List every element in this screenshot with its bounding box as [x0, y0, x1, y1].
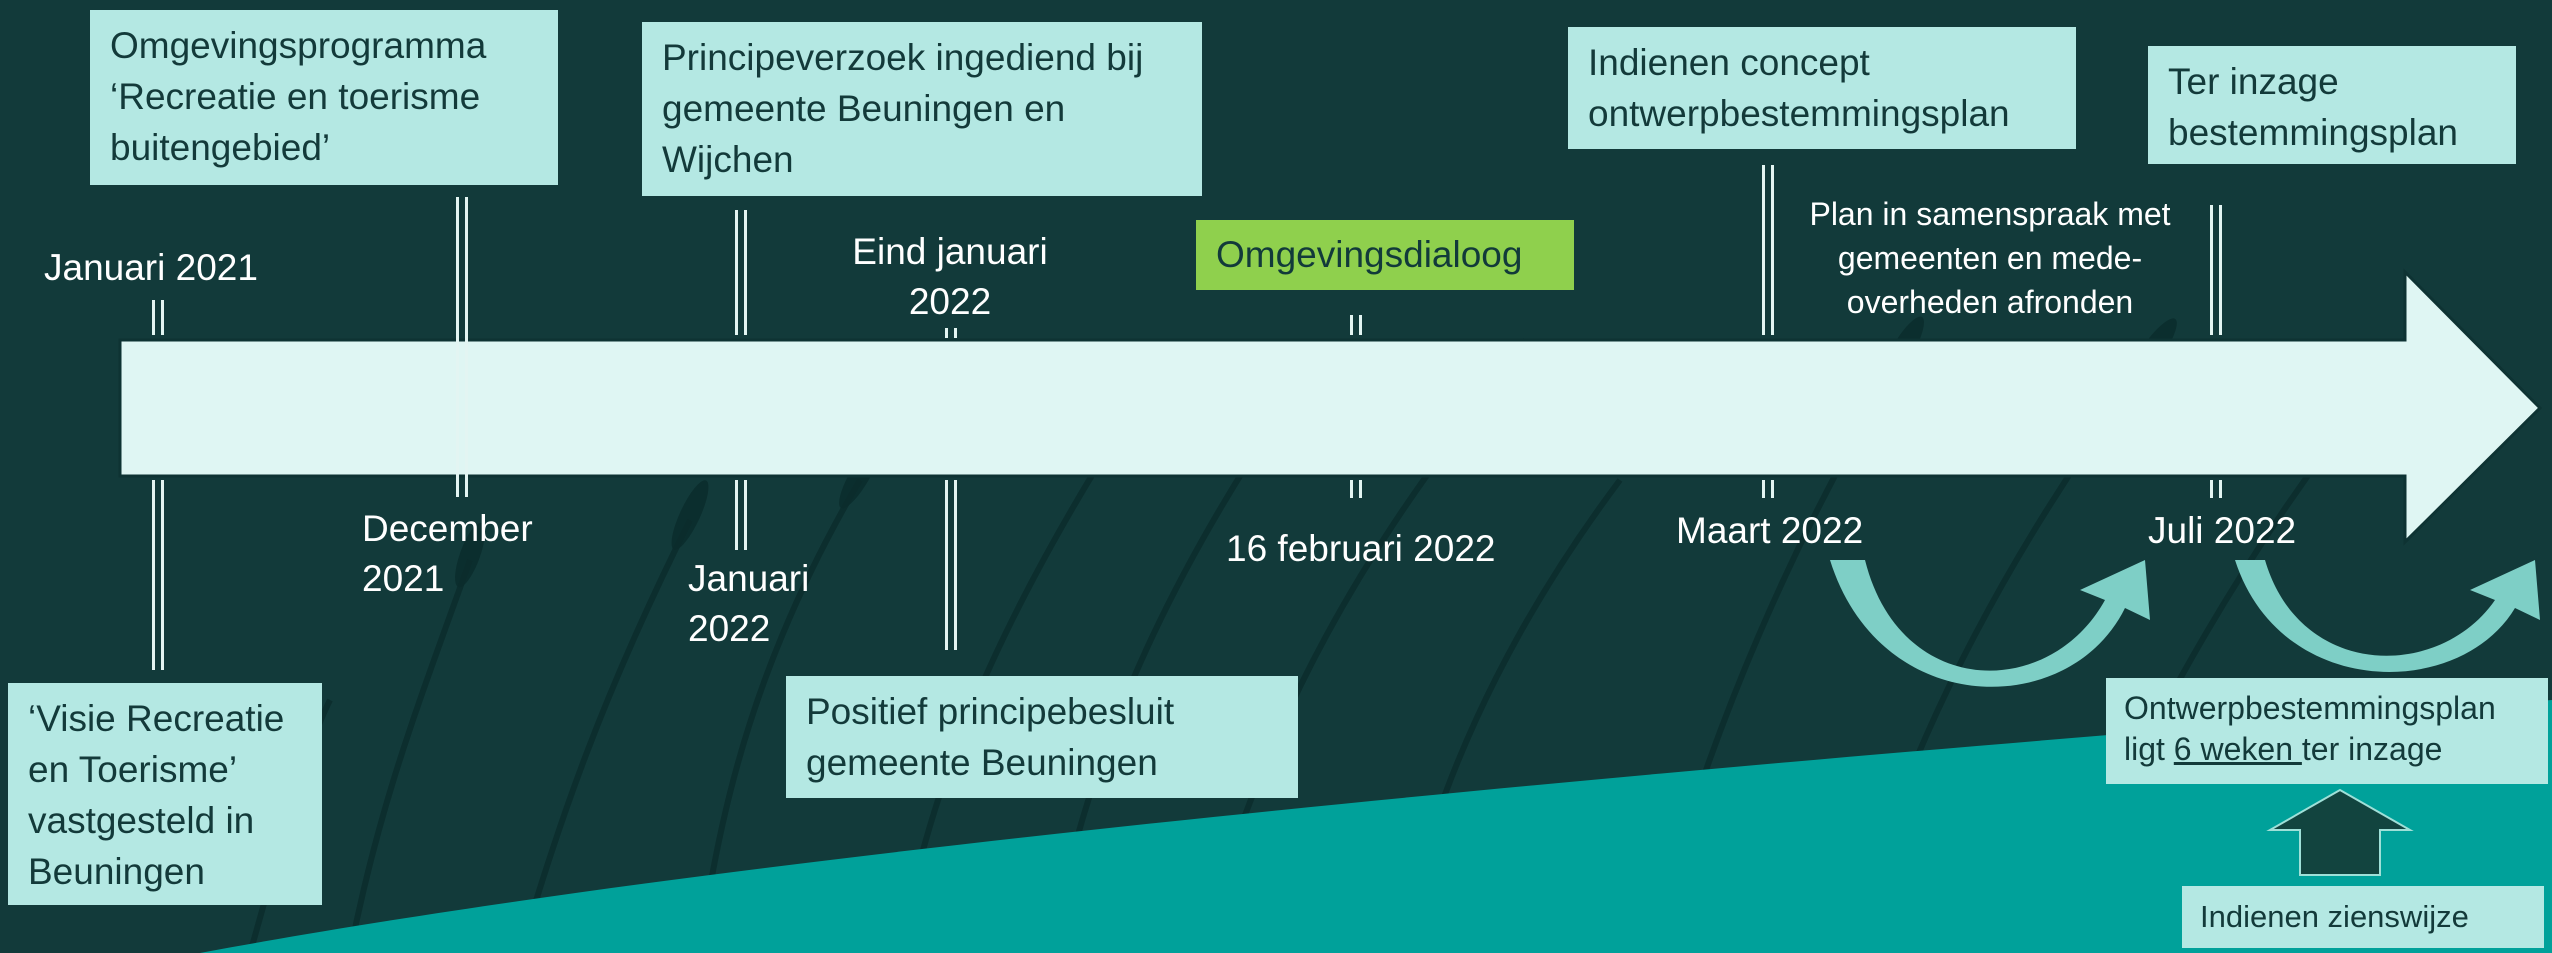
milestone-text-line: Beuningen — [28, 851, 205, 892]
milestone-text-line: Positief principebesluit — [806, 691, 1175, 732]
milestone-zienswijze: Indienen zienswijze — [2182, 886, 2544, 948]
milestone-text-line: Wijchen — [662, 139, 794, 180]
milestone-positief: Positief principebesluit gemeente Beunin… — [786, 676, 1298, 798]
date-line: 2022 — [688, 608, 771, 649]
milestone-text-line: Principeverzoek ingediend bij — [662, 37, 1144, 78]
teal-wave — [200, 700, 2552, 953]
date-dec2021: December 2021 — [362, 504, 533, 604]
milestone-text-line: vastgesteld in — [28, 800, 255, 841]
date-feb2022: 16 februari 2022 — [1226, 528, 1496, 569]
up-arrow — [2266, 788, 2414, 876]
milestone-omgevingsdialoog: Omgevingsdialoog — [1196, 220, 1574, 290]
tick-jan2021-top — [152, 300, 164, 335]
note-samenspraak: Plan in samenspraak met gemeenten en med… — [1790, 192, 2190, 324]
tick-jan2021-bottom — [152, 480, 164, 670]
duration-highlight: 6 weken — [2173, 731, 2302, 767]
milestone-ter-inzage: Ter inzage bestemmingsplan — [2148, 46, 2516, 164]
milestone-text-line: ligt 6 weken ter inzage — [2124, 729, 2530, 770]
note-line: gemeenten en mede- — [1837, 240, 2143, 276]
curved-arrow-2 — [2235, 560, 2540, 672]
milestone-text-line: Ontwerpbestemmingsplan — [2124, 690, 2496, 726]
milestone-text-line: Ter inzage — [2168, 61, 2339, 102]
milestone-text-line: ‘Visie Recreatie — [28, 698, 285, 739]
text-part: ter inzage — [2301, 731, 2443, 767]
date-line: Januari — [688, 558, 810, 599]
milestone-text-line: buitengebied’ — [110, 127, 331, 168]
tick-feb2022-bottom — [1350, 480, 1362, 498]
date-jul2022: Juli 2022 — [2148, 510, 2297, 551]
note-line: overheden afronden — [1846, 284, 2134, 320]
milestone-omgevingsprogramma: Omgevingsprogramma ‘Recreatie en toerism… — [90, 10, 558, 185]
tick-dec2021-top — [456, 197, 468, 497]
note-line: Plan in samenspraak met — [1809, 196, 2171, 232]
milestone-indienen-concept: Indienen concept ontwerpbestemmingsplan — [1568, 27, 2076, 149]
tick-jul2022-top — [2210, 205, 2222, 335]
tick-mrt2022-bottom — [1762, 480, 1774, 498]
milestone-text-line: Indienen concept — [1588, 42, 1870, 83]
milestone-text-line: Omgevingsdialoog — [1216, 234, 1523, 275]
date-eind-jan-2022: Eind januari 2022 — [830, 227, 1070, 327]
milestone-principeverzoek: Principeverzoek ingediend bij gemeente B… — [642, 22, 1202, 196]
milestone-text-line: Omgevingsprogramma — [110, 25, 487, 66]
tick-eindjan-bottom — [945, 480, 957, 650]
milestone-text-line: gemeente Beuningen en — [662, 88, 1066, 129]
milestone-ontwerp-inzage: Ontwerpbestemmingsplan ligt 6 weken ter … — [2106, 678, 2548, 784]
date-line: December — [362, 508, 533, 549]
date-jan2021: Januari 2021 — [44, 247, 258, 288]
curved-arrow-1 — [1830, 560, 2150, 687]
milestone-text-line: ‘Recreatie en toerisme — [110, 76, 481, 117]
tick-jan2022-top — [735, 210, 747, 335]
date-jan2022: Januari 2022 — [688, 554, 809, 654]
milestone-visie: ‘Visie Recreatie en Toerisme’ vastgestel… — [8, 683, 322, 905]
tick-feb2022-top — [1350, 315, 1362, 335]
date-line: 2022 — [908, 281, 992, 322]
milestone-text-line: bestemmingsplan — [2168, 112, 2458, 153]
date-line: 2021 — [362, 558, 445, 599]
milestone-text-line: Indienen zienswijze — [2200, 899, 2469, 934]
date-line: Eind januari — [852, 231, 1048, 272]
timeline-arrow — [118, 268, 2543, 546]
tick-jan2022-bottom — [735, 480, 747, 550]
milestone-text-line: gemeente Beuningen — [806, 742, 1158, 783]
milestone-text-line: ontwerpbestemmingsplan — [1588, 93, 2010, 134]
text-part: ligt — [2124, 731, 2174, 767]
tick-eindjan-top — [945, 328, 957, 338]
date-mrt2022: Maart 2022 — [1676, 510, 1864, 551]
milestone-text-line: en Toerisme’ — [28, 749, 238, 790]
tick-jul2022-bottom — [2210, 480, 2222, 498]
tick-mrt2022-top — [1762, 165, 1774, 335]
